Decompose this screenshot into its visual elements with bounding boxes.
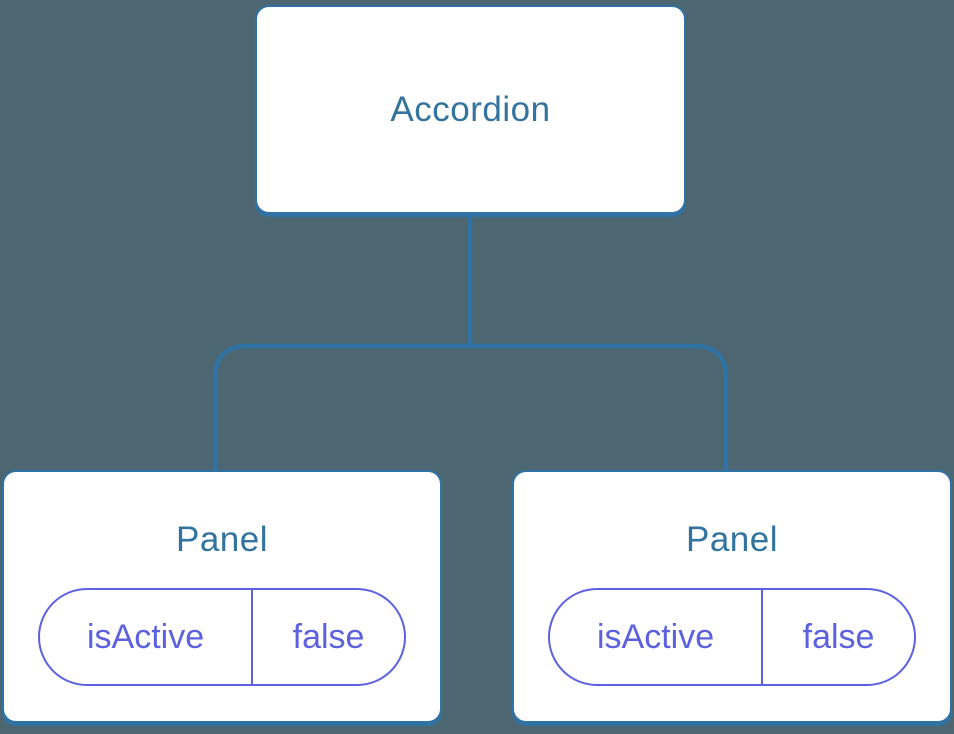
state-value-label: false: [292, 617, 365, 656]
connector-branch: [212, 343, 729, 470]
accordion-node-label: Accordion: [390, 89, 551, 129]
accordion-node: Accordion: [255, 5, 686, 214]
state-key-label: isActive: [550, 590, 764, 684]
panel-left-state-pill: isActive false: [38, 588, 406, 686]
panel-node-right: Panel isActive false: [512, 470, 952, 723]
panel-right-state-pill: isActive false: [548, 588, 916, 686]
panel-node-left: Panel isActive false: [2, 470, 442, 723]
state-value-label: false: [802, 617, 875, 656]
panel-node-right-label: Panel: [685, 520, 779, 559]
state-key-label: isActive: [40, 590, 254, 684]
panel-node-left-label: Panel: [175, 520, 269, 559]
